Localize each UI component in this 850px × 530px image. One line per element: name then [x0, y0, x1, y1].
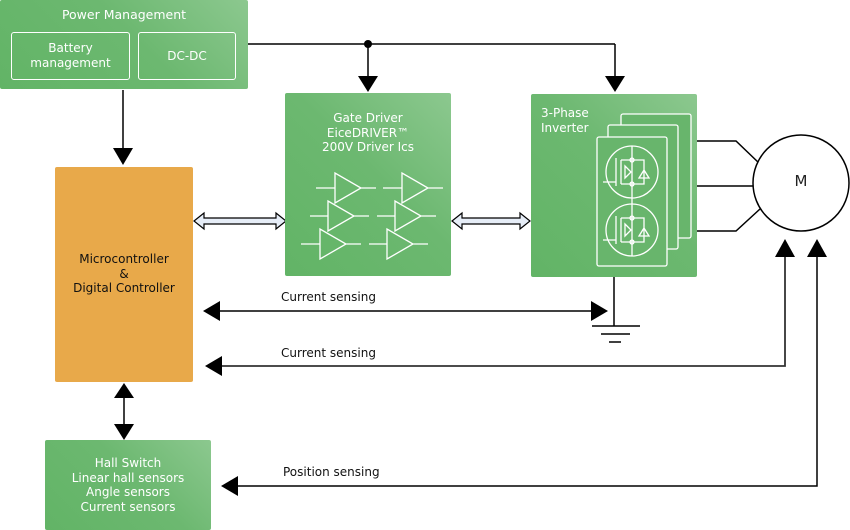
inverter-line1: 3-Phase: [541, 106, 589, 120]
mcu-sensors-arrow: [114, 383, 134, 440]
gate-driver-title: Gate Driver EiceDRIVER™ 200V Driver Ics: [285, 111, 451, 155]
inverter-ground: [592, 277, 640, 343]
mcu-line3: Digital Controller: [73, 281, 175, 295]
position-sensing-label: Position sensing: [283, 465, 380, 479]
gate-driver-line1: Gate Driver: [333, 111, 403, 125]
battery-label-line1: Battery: [48, 41, 93, 55]
gate-driver-block: Gate Driver EiceDRIVER™ 200V Driver Ics: [285, 93, 451, 276]
motor-phase-lines: [697, 140, 761, 232]
power-management-block: Power Management Battery management DC-D…: [0, 0, 248, 89]
sensors-block: Hall Switch Linear hall sensors Angle se…: [45, 440, 211, 530]
inverter-line2: Inverter: [541, 120, 589, 135]
dcdc-block: DC-DC: [138, 32, 236, 80]
inverter-block: 3-Phase Inverter: [531, 94, 697, 277]
sensors-line1: Hall Switch: [94, 456, 162, 470]
arrow-to-gate-driver: [358, 76, 378, 92]
power-to-mcu-arrow: [113, 90, 133, 165]
mcu-line2: &: [119, 266, 129, 281]
battery-label-line2: management: [30, 56, 111, 70]
battery-management-block: Battery management: [11, 32, 130, 80]
sensors-line2: Linear hall sensors: [71, 470, 185, 485]
microcontroller-title: Microcontroller & Digital Controller: [55, 252, 193, 296]
microcontroller-block: Microcontroller & Digital Controller: [55, 167, 193, 382]
inverter-title: 3-Phase Inverter: [541, 106, 589, 135]
current-sensing-1-line: [203, 301, 608, 321]
power-management-title: Power Management: [61, 7, 187, 22]
mcu-line1: Microcontroller: [79, 252, 169, 266]
mosfet-half-bridge-icon: [596, 113, 692, 267]
power-bus: [247, 40, 625, 92]
driver-buffers-icon: [301, 171, 443, 261]
sensors-line3: Angle sensors: [86, 485, 170, 499]
mcu-gate-driver-bus: [193, 211, 287, 231]
motor: [752, 134, 850, 232]
motor-circle: [752, 134, 850, 232]
gate-driver-line2: EiceDRIVER™: [326, 125, 410, 140]
gate-driver-line3: 200V Driver Ics: [321, 140, 415, 154]
gate-driver-inverter-bus: [451, 211, 531, 231]
current-sensing-1-label: Current sensing: [281, 290, 376, 304]
position-sensing-line: [221, 239, 827, 496]
current-sensing-2-label: Current sensing: [281, 346, 376, 360]
current-sensing-2-line: [205, 239, 795, 376]
motor-label: M: [794, 172, 808, 190]
arrow-to-inverter: [605, 76, 625, 92]
sensors-title: Hall Switch Linear hall sensors Angle se…: [45, 456, 211, 514]
sensors-line4: Current sensors: [80, 499, 176, 514]
dcdc-label: DC-DC: [167, 48, 207, 63]
